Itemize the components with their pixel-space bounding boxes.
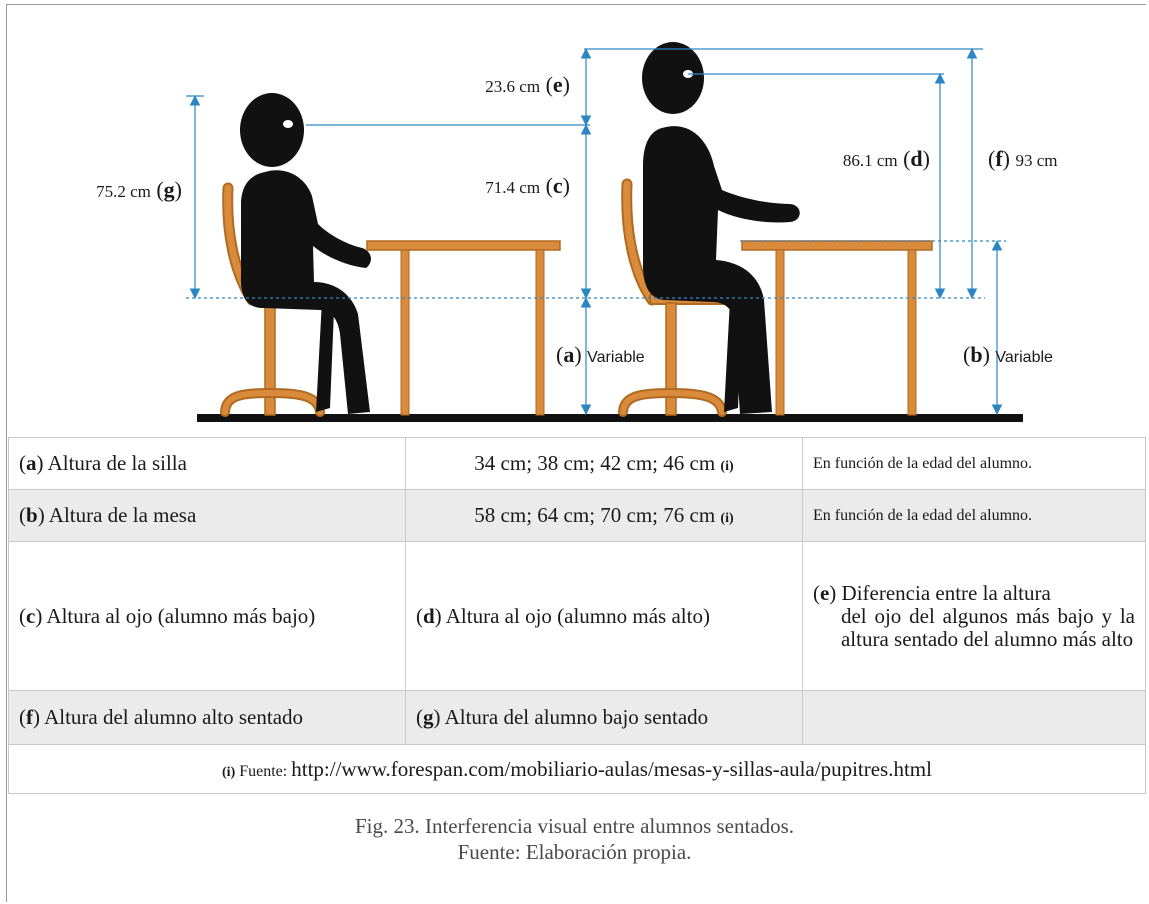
floor-line xyxy=(197,414,1023,422)
label-c: 71.4 cm (c) xyxy=(485,173,570,198)
short-student-desk xyxy=(366,240,561,416)
table-cell: (b) Altura de la mesa xyxy=(8,489,406,542)
tall-student-desk xyxy=(741,240,933,416)
label-a: (a) Variable xyxy=(556,342,645,367)
source-link[interactable]: http://www.forespan.com/mobiliario-aulas… xyxy=(291,756,932,781)
table-cell: En función de la edad del alumno. xyxy=(801,489,1147,542)
table-row: (c) Altura al ojo (alumno más bajo) (d) … xyxy=(8,541,1147,691)
table-cell: En función de la edad del alumno. xyxy=(801,437,1147,490)
short-student-figure xyxy=(240,93,371,414)
label-f: (f) 93 cm xyxy=(988,146,1058,171)
label-e: 23.6 cm (e) xyxy=(485,72,570,97)
source-note: (i) Fuente: http://www.forespan.com/mobi… xyxy=(8,744,1146,794)
seating-diagram: 23.6 cm (e) 71.4 cm (c) 75.2 cm (g) 86.1… xyxy=(96,42,1058,422)
table-row: (b) Altura de la mesa 58 cm; 64 cm; 70 c… xyxy=(8,489,1147,542)
table-row: (f) Altura del alumno alto sentado (g) A… xyxy=(8,690,1147,745)
table-cell xyxy=(801,690,1147,745)
tall-student-figure xyxy=(642,42,800,414)
caption-title: Fig. 23. Interferencia visual entre alum… xyxy=(354,814,795,838)
table-cell: (c) Altura al ojo (alumno más bajo) xyxy=(8,541,406,691)
label-g: 75.2 cm (g) xyxy=(96,177,182,202)
table-cell: (f) Altura del alumno alto sentado xyxy=(8,690,406,745)
caption-source: Fuente: Elaboración propia. xyxy=(457,840,692,864)
label-d: 86.1 cm (d) xyxy=(843,146,930,171)
specifications-table: (a) Altura de la silla 34 cm; 38 cm; 42 … xyxy=(8,437,1147,794)
table-cell: (g) Altura del alumno bajo sentado xyxy=(404,690,803,745)
table-cell: 58 cm; 64 cm; 70 cm; 76 cm (i) xyxy=(404,489,803,542)
table-cell: (d) Altura al ojo (alumno más alto) xyxy=(404,541,803,691)
dimension-lines xyxy=(186,47,1006,416)
figure-caption: Fig. 23. Interferencia visual entre alum… xyxy=(0,813,1149,865)
table-cell: (a) Altura de la silla xyxy=(8,437,406,490)
figure-frame xyxy=(6,4,1146,902)
table-row: (i) Fuente: http://www.forespan.com/mobi… xyxy=(8,744,1146,794)
label-b: (b) Variable xyxy=(963,342,1053,367)
table-cell: 34 cm; 38 cm; 42 cm; 46 cm (i) xyxy=(404,437,803,490)
table-row: (a) Altura de la silla 34 cm; 38 cm; 42 … xyxy=(8,437,1147,490)
